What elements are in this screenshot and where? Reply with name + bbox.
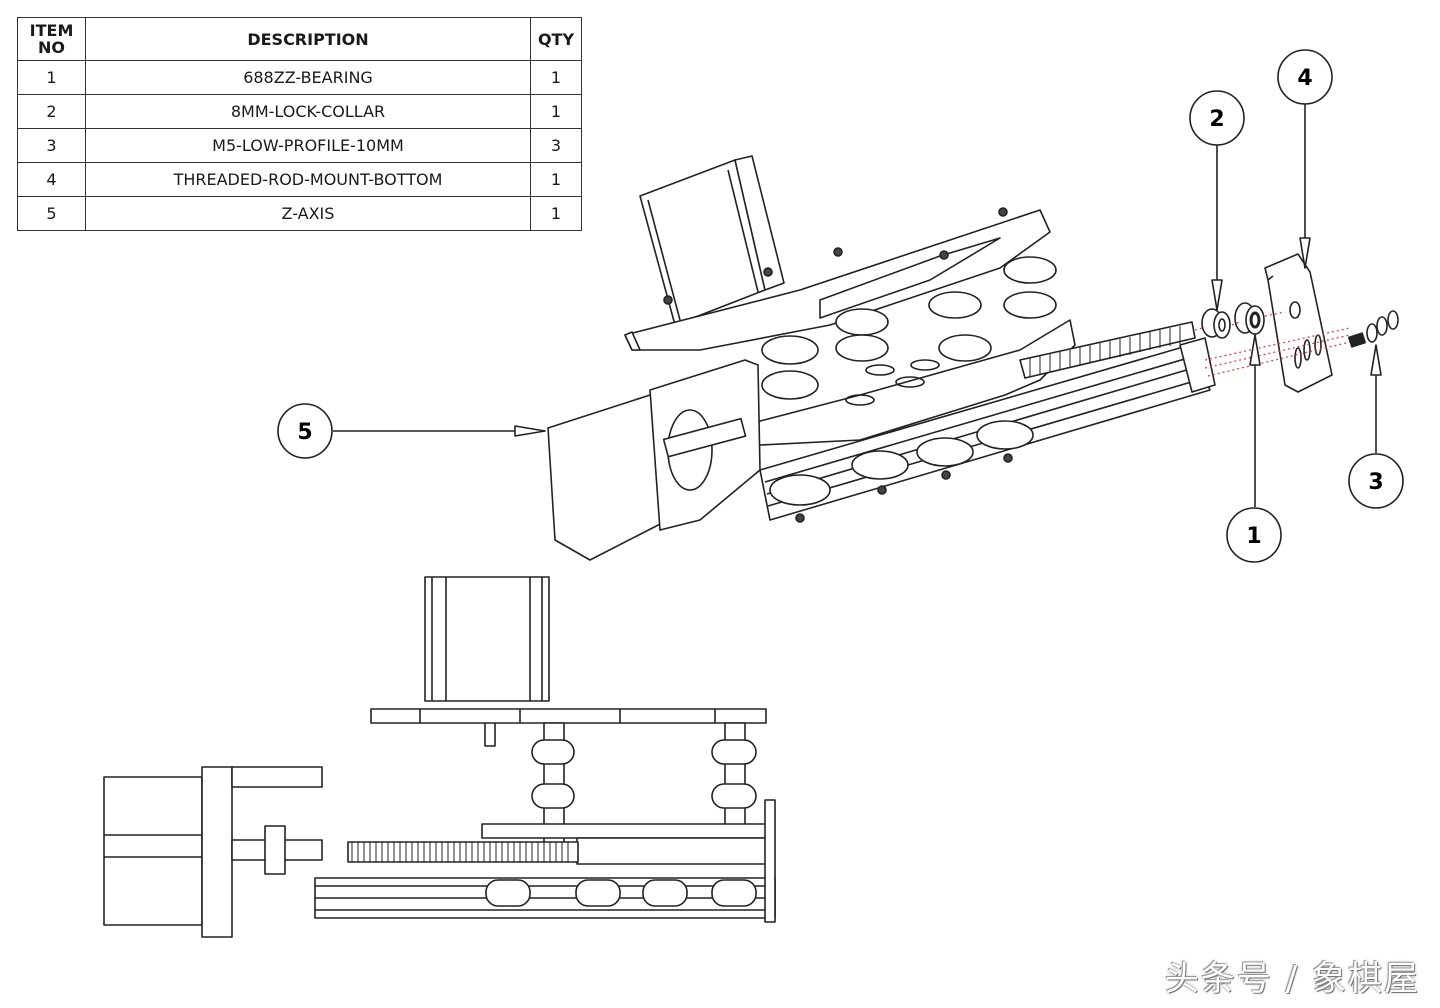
explode-path-lines	[1194, 311, 1351, 377]
side-lower-motor	[103, 766, 323, 938]
balloon-4-label: 4	[1297, 66, 1312, 91]
bom-header-item-no: ITEM NO	[17, 17, 86, 61]
side-wheel-stacks	[531, 722, 757, 844]
side-extrusion-rail	[314, 799, 776, 923]
bom-header-row: ITEM NO DESCRIPTION QTY	[17, 17, 582, 61]
bom-item-no: 2	[17, 94, 86, 129]
bom-row: 3 M5-LOW-PROFILE-10MM 3	[17, 128, 582, 163]
upper-stepper-motor	[639, 155, 785, 326]
isometric-z-axis-assembly	[547, 155, 1216, 561]
side-lower-wheels	[485, 879, 757, 907]
bom-description: M5-LOW-PROFILE-10MM	[85, 128, 531, 163]
bom-qty: 1	[530, 162, 582, 197]
bom-header-qty: QTY	[530, 17, 582, 61]
lead-screw	[1019, 321, 1196, 379]
bill-of-materials-table: ITEM NO DESCRIPTION QTY 1 688ZZ-BEARING …	[17, 17, 582, 231]
side-view-z-axis-assembly	[103, 576, 776, 938]
bom-item-no: 3	[17, 128, 86, 163]
bom-qty: 1	[530, 196, 582, 231]
bom-qty: 3	[530, 128, 582, 163]
bom-row: 2 8MM-LOCK-COLLAR 1	[17, 94, 582, 129]
balloon-1: 1	[1226, 507, 1282, 563]
lock-collar-part	[1201, 308, 1231, 339]
balloon-4: 4	[1277, 49, 1333, 105]
bearing-part	[1234, 302, 1265, 335]
bom-item-no: 4	[17, 162, 86, 197]
threaded-rod-mount-plate	[1264, 253, 1333, 393]
balloon-3-label: 3	[1368, 470, 1383, 495]
bom-description: 8MM-LOCK-COLLAR	[85, 94, 531, 129]
nuts	[663, 207, 1013, 523]
bom-qty: 1	[530, 60, 582, 95]
bom-header-description: DESCRIPTION	[85, 17, 531, 61]
upper-carriage-plate	[624, 209, 1051, 351]
bom-description: Z-AXIS	[85, 196, 531, 231]
bom-row: 4 THREADED-ROD-MOUNT-BOTTOM 1	[17, 162, 582, 197]
bom-row: 5 Z-AXIS 1	[17, 196, 582, 231]
upper-v-wheels	[761, 256, 1057, 400]
watermark: 头条号 / 象棋屋	[1164, 959, 1420, 999]
side-upper-plate	[370, 708, 767, 724]
balloon-leaders	[333, 104, 1382, 507]
m5-screws-part	[1347, 310, 1399, 348]
bom-item-no: 5	[17, 196, 86, 231]
balloon-2: 2	[1189, 90, 1245, 146]
balloon-1-label: 1	[1246, 524, 1261, 549]
side-lead-screw	[347, 841, 579, 863]
balloon-2-label: 2	[1209, 107, 1224, 132]
balloon-5: 5	[277, 403, 333, 459]
bom-description: 688ZZ-BEARING	[85, 60, 531, 95]
balloon-5-label: 5	[297, 420, 312, 445]
lower-v-wheels	[769, 420, 1034, 506]
lower-stepper-motor	[547, 359, 761, 561]
bom-row: 1 688ZZ-BEARING 1	[17, 60, 582, 95]
balloon-3: 3	[1348, 453, 1404, 509]
